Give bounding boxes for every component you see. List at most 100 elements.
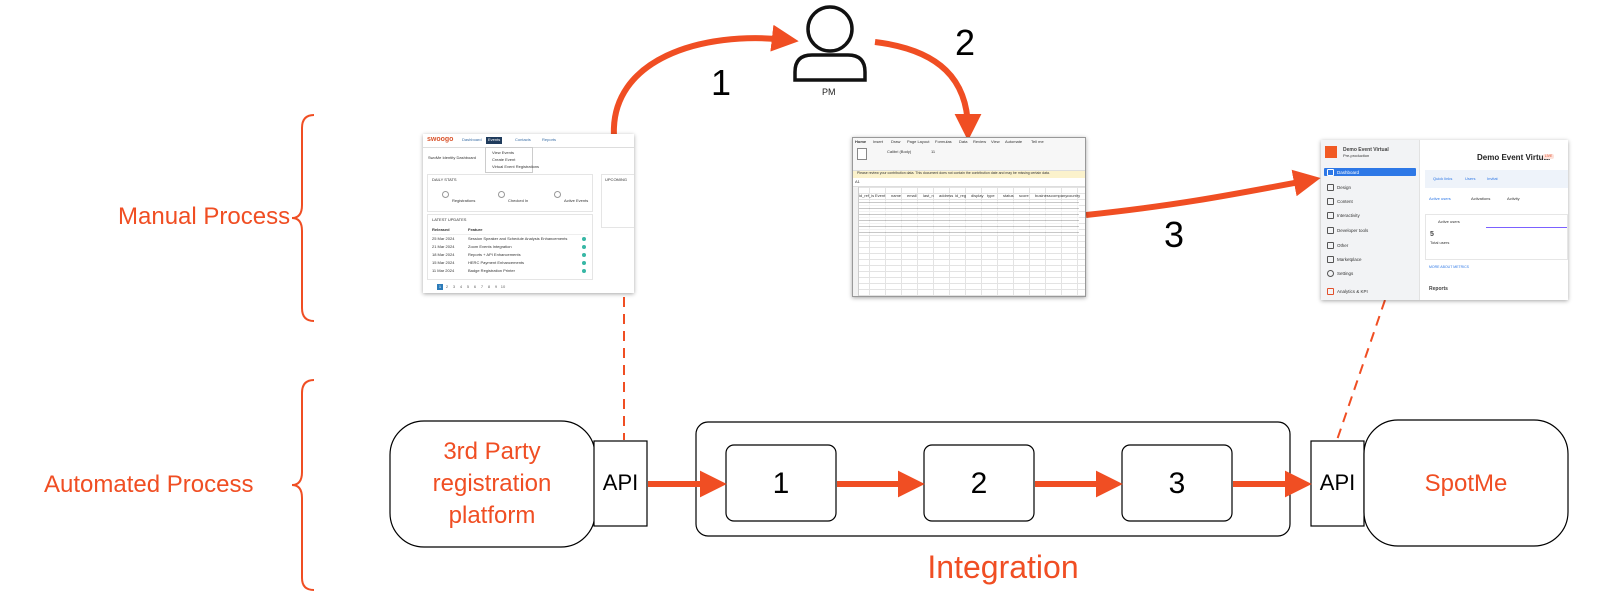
chart-line <box>1486 227 1567 228</box>
sheet-row-headers <box>853 187 859 296</box>
status-dot-icon <box>582 261 586 265</box>
swoogo-breadcrumb: SwoMe Identity Dashboard <box>428 155 477 160</box>
manual-step-1-number: 1 <box>711 62 732 103</box>
spotme-total-users-label: Total users <box>1430 240 1450 245</box>
interactivity-icon <box>1327 212 1334 219</box>
sheet-tab: Insert <box>873 139 884 144</box>
developer-icon <box>1327 227 1334 234</box>
sheet-font-name: Calibri (Body) <box>887 149 912 154</box>
spotme-nav-interactivity: Interactivity <box>1337 213 1360 218</box>
spotme-box <box>1363 419 1569 547</box>
swoogo-stat-label: Registrations <box>452 198 476 203</box>
sheet-col-header: company <box>1051 193 1068 198</box>
sheet-col-header: Event <box>875 193 886 198</box>
third-party-line-3: platform <box>448 502 536 529</box>
dashed-connector-right <box>1336 299 1386 441</box>
sheet-col-header: type <box>987 193 995 198</box>
more-icon <box>1327 242 1334 249</box>
sheet-tab: Page Layout <box>907 139 930 144</box>
spotme-active-users-value: 5 <box>1430 231 1434 238</box>
page-link: 9 <box>494 284 498 289</box>
third-party-line-2: registration <box>432 470 552 497</box>
sheet-col-header: status <box>1003 193 1014 198</box>
swoogo-daily-stats-title: DAILY STATS <box>432 177 457 182</box>
swoogo-nav-dashboard: Dashboard <box>462 137 482 142</box>
sheet-data-rows <box>859 201 1079 235</box>
swoogo-upcoming-title: UPCOMING <box>605 177 627 182</box>
page-link: 10 <box>500 284 506 289</box>
manual-arrow-3 <box>1085 169 1321 218</box>
spotme-nav-other: Other <box>1337 243 1349 248</box>
spotme-subtab: Active users <box>1429 196 1451 201</box>
swoogo-nav-events: Events <box>486 137 503 144</box>
sheet-tab: Automate <box>1005 139 1023 144</box>
swoogo-row-date: 11 Mar 2024 <box>432 268 455 273</box>
user-icon <box>442 191 449 198</box>
quick-link: Users <box>1465 176 1476 181</box>
sheet-ribbon: Home Insert Draw Page Layout Formulas Da… <box>853 138 1085 171</box>
swoogo-stat-label: Active Events <box>564 198 589 203</box>
sheet-tab: View <box>991 139 1000 144</box>
swoogo-latest-title: LATEST UPDATES <box>432 217 467 222</box>
manual-brace <box>291 114 315 322</box>
swoogo-dropdown-item: Virtual Event Registrations <box>492 164 540 169</box>
live-badge: LIVE <box>1543 154 1554 159</box>
status-dot-icon <box>582 237 586 241</box>
sheet-col-header: name <box>891 193 902 198</box>
swoogo-nav-reports: Reports <box>542 137 557 142</box>
sheet-col-header: score <box>1019 193 1029 198</box>
clipboard-icon <box>857 148 867 160</box>
integration-step-3-label: 3 <box>1168 467 1186 500</box>
page-link: 5 <box>466 284 470 289</box>
spotme-reports-title: Reports <box>1429 286 1448 292</box>
manual-arrow-1 <box>610 24 799 137</box>
page-link: 7 <box>480 284 484 289</box>
spreadsheet-screenshot: Home Insert Draw Page Layout Formulas Da… <box>852 137 1086 297</box>
swoogo-row-date: 15 Mar 2024 <box>432 260 455 265</box>
spotme-subtab: Activations <box>1471 196 1491 201</box>
sheet-tab: Data <box>959 139 968 144</box>
swoogo-events-dropdown: View Events Create Event Virtual Event R… <box>485 147 539 173</box>
spotme-more-link: MORE ABOUT METRICS <box>1429 265 1469 269</box>
spotme-nav-settings: Settings <box>1337 271 1354 276</box>
spotme-nav-content: Content <box>1337 199 1353 204</box>
swoogo-row-date: 21 Mar 2024 <box>432 244 455 249</box>
pm-label: PM <box>822 87 836 97</box>
divider <box>432 234 588 235</box>
spotme-nav-selected <box>1324 168 1416 176</box>
swoogo-daily-stats-panel: DAILY STATS Registrations Checked In Act… <box>427 174 593 212</box>
page-link: 1 <box>437 284 443 290</box>
swoogo-upcoming-panel: UPCOMING <box>601 174 634 228</box>
sheet-col-header: display <box>971 193 984 198</box>
sheet-notice-text: Please review your contribution data. Th… <box>857 171 1050 175</box>
analytics-icon <box>1327 288 1334 295</box>
swoogo-dropdown-item: View Events <box>492 150 514 155</box>
swoogo-row-date: 25 Mar 2024 <box>432 236 455 241</box>
automated-process-label: Automated Process <box>44 471 254 498</box>
swoogo-col-feature: Feature <box>468 227 483 232</box>
swoogo-nav-contacts: Contacts <box>515 137 531 142</box>
integration-step-1-label: 1 <box>772 467 790 500</box>
sheet-tab: Tell me <box>1031 139 1044 144</box>
integration-label: Integration <box>927 549 1079 585</box>
spotme-nav-developer: Developer tools <box>1337 228 1369 233</box>
spotme-dashboard-screenshot: Demo Event Virtual Pre-production Dashbo… <box>1321 140 1568 300</box>
sheet-col-header: id_ref_is <box>859 193 875 198</box>
page-link: 2 <box>445 284 449 289</box>
spotme-event-sub: Pre-production <box>1343 153 1370 158</box>
swoogo-dashboard-screenshot: swoogo Dashboard Events Contacts Reports… <box>423 134 634 293</box>
quick-link: Quick links <box>1433 176 1453 181</box>
third-party-line-1: 3rd Party <box>443 438 541 465</box>
swoogo-row-feature: HERC Payment Enhancements <box>468 260 525 265</box>
swoogo-logo: swoogo <box>427 136 454 143</box>
marketplace-icon <box>1327 256 1334 263</box>
spotme-nav-design: Design <box>1337 185 1352 190</box>
sheet-formula-bar: A1 <box>853 179 1085 187</box>
swoogo-dropdown-item: Create Event <box>492 157 516 162</box>
third-party-label: 3rd Party registration platform <box>404 436 580 532</box>
swoogo-row-feature: Zoom Events Integration <box>468 244 512 249</box>
spotme-active-users-card: Active users 5 Total users <box>1425 214 1568 260</box>
automated-brace <box>291 379 315 591</box>
status-dot-icon <box>582 269 586 273</box>
